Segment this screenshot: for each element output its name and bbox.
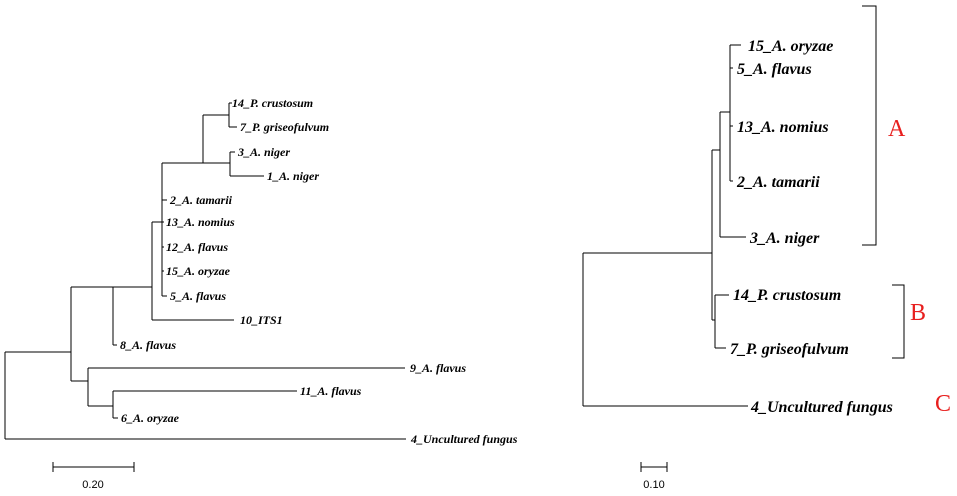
leaf-label: 6_A. oryzae [121, 411, 180, 425]
left-scale-bar: 0.20 [52, 462, 135, 491]
leaf-label: 5_A. flavus [737, 61, 812, 78]
leaf-label: 3_A. niger [749, 230, 820, 247]
clade-b-bracket [892, 284, 905, 359]
right-tree: 15_A. oryzae 5_A. flavus 13_A. nomius 2_… [582, 5, 951, 491]
leaf-label: 4_Uncultured fungus [750, 399, 893, 416]
left-tree-branches [4, 102, 406, 440]
leaf-label: 5_A. flavus [170, 289, 226, 303]
leaf-label: 14_P. crustosum [733, 287, 841, 304]
leaf-label: 10_ITS1 [240, 313, 283, 327]
leaf-label: 4_Uncultured fungus [410, 432, 518, 446]
leaf-label: 14_P. crustosum [232, 96, 313, 110]
clade-label-a: A [888, 116, 906, 142]
leaf-label: 1_A. niger [267, 169, 319, 183]
leaf-label: 7_P. griseofulvum [240, 120, 329, 134]
left-tree-leaf-labels: 14_P. crustosum 7_P. griseofulvum 3_A. n… [120, 96, 518, 446]
leaf-label: 2_A. tamarii [169, 193, 233, 207]
leaf-label: 3_A. niger [237, 145, 290, 159]
clade-label-c: C [935, 391, 951, 417]
leaf-label: 8_A. flavus [120, 338, 176, 352]
right-tree-leaf-labels: 15_A. oryzae 5_A. flavus 13_A. nomius 2_… [730, 38, 893, 416]
scale-bar-label: 0.10 [643, 479, 664, 491]
left-tree: 14_P. crustosum 7_P. griseofulvum 3_A. n… [4, 96, 518, 491]
leaf-label: 13_A. nomius [737, 119, 829, 136]
leaf-label: 13_A. nomius [166, 215, 235, 229]
leaf-label: 9_A. flavus [410, 361, 466, 375]
leaf-label: 15_A. oryzae [748, 38, 833, 55]
leaf-label: 7_P. griseofulvum [730, 341, 849, 358]
leaf-label: 15_A. oryzae [166, 264, 231, 278]
leaf-label: 12_A. flavus [166, 240, 228, 254]
clade-labels: A B C [888, 116, 951, 417]
right-tree-branches [582, 44, 748, 407]
scale-bar-label: 0.20 [82, 479, 103, 491]
right-scale-bar: 0.10 [640, 462, 668, 491]
leaf-label: 11_A. flavus [300, 384, 362, 398]
clade-a-bracket [862, 5, 877, 246]
clade-brackets [862, 5, 905, 359]
clade-label-b: B [910, 300, 926, 326]
leaf-label: 2_A. tamarii [736, 174, 820, 191]
